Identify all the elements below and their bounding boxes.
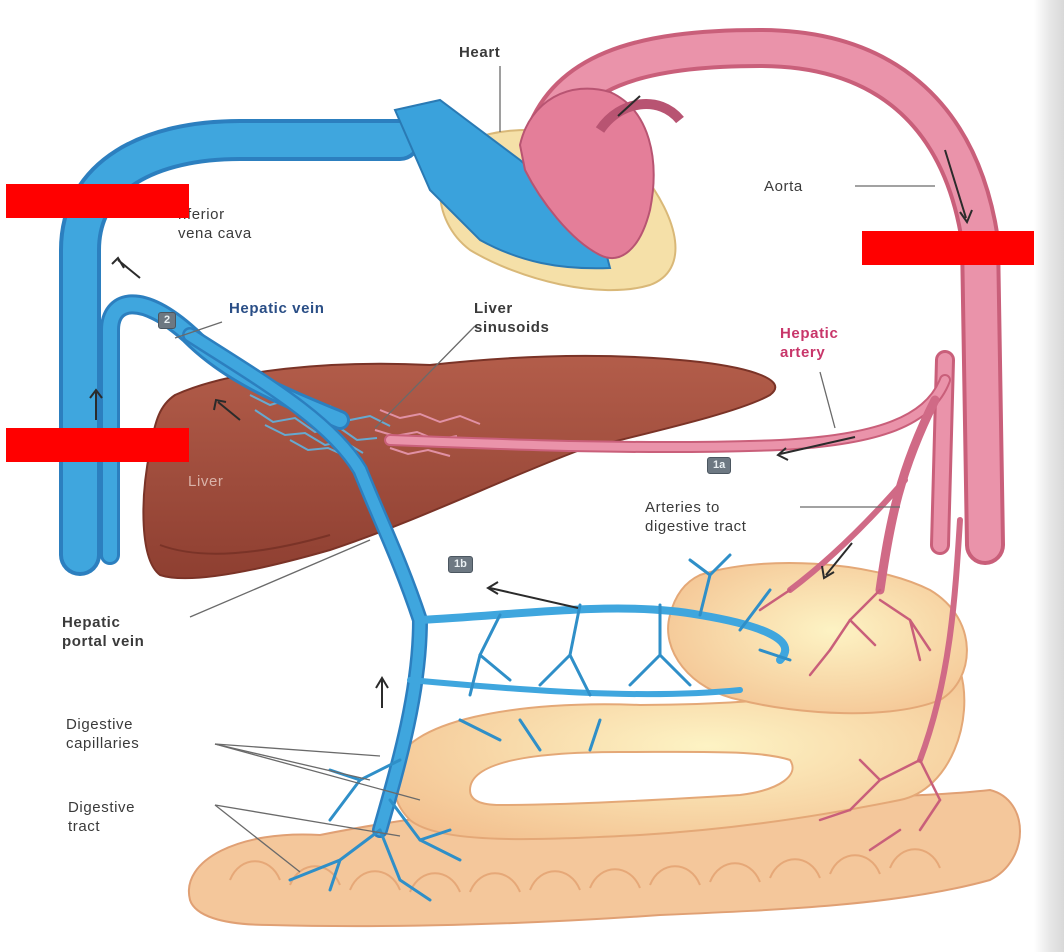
label-arteries-to-digestive-tract: Arteries to digestive tract	[645, 498, 747, 536]
redaction-box-vena-cava	[6, 184, 189, 218]
step-badge-1b: 1b	[448, 556, 473, 573]
label-liver-sinusoids: Liver sinusoids	[474, 299, 549, 337]
label-hepatic-artery: Hepatic artery	[780, 324, 838, 362]
label-aorta: Aorta	[764, 177, 803, 196]
liver-shape	[143, 356, 775, 578]
label-hepatic-vein: Hepatic vein	[229, 299, 325, 318]
step-badge-1a: 1a	[707, 457, 731, 474]
label-digestive-tract: Digestive tract	[68, 798, 135, 836]
step-badge-2: 2	[158, 312, 176, 329]
redaction-box-left-vessel	[6, 428, 189, 462]
label-hepatic-portal-vein: Hepatic portal vein	[62, 613, 144, 651]
label-digestive-capillaries: Digestive capillaries	[66, 715, 139, 753]
label-inferior-vena-cava: nferior vena cava	[178, 205, 252, 243]
page-edge-shadow	[1034, 0, 1064, 952]
label-liver: Liver	[188, 472, 224, 491]
heart-shape	[395, 89, 680, 291]
label-heart: Heart	[459, 43, 500, 62]
redaction-box-aorta	[862, 231, 1045, 265]
